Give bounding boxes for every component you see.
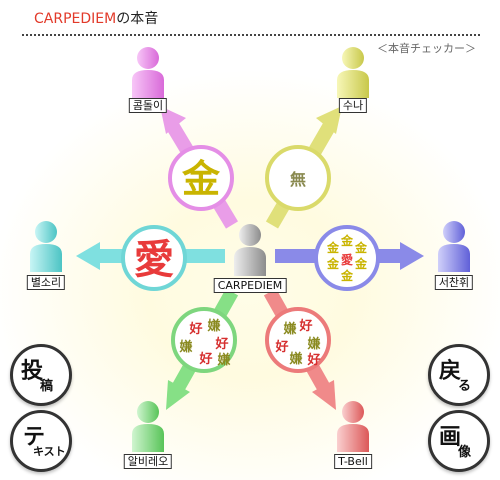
svg-text:好: 好 — [298, 318, 312, 334]
emblem-left: 愛 — [121, 225, 187, 291]
header-divider — [22, 34, 480, 36]
svg-text:金: 金 — [326, 256, 340, 271]
svg-text:好: 好 — [306, 352, 320, 368]
person-figure-bottom-left — [132, 401, 164, 452]
person-figure-center — [234, 224, 266, 276]
svg-text:金: 金 — [340, 233, 354, 248]
person-label-right: 서찬휘 — [434, 275, 474, 290]
svg-text:好: 好 — [214, 336, 228, 352]
person-label-left: 별소리 — [26, 275, 66, 290]
svg-text:嫌: 嫌 — [288, 351, 302, 367]
title-name: CARPEDIEM — [34, 11, 117, 27]
post-button-small: 稿 — [40, 379, 54, 394]
svg-text:無: 無 — [290, 170, 306, 189]
text-button-big: テ — [23, 425, 46, 450]
image-button[interactable]: 画 像 — [428, 410, 490, 472]
back-button-small: る — [458, 379, 472, 394]
person-label-bottom-right: T-Bell — [334, 454, 372, 469]
svg-text:好: 好 — [188, 321, 202, 337]
person-figure-bottom-right — [337, 401, 369, 452]
emblem-right: 金 金 金 金 金 金 愛 — [314, 225, 380, 291]
post-button[interactable]: 投 稿 — [10, 344, 72, 406]
page-title: CARPEDIEMの本音 — [34, 8, 158, 28]
svg-text:嫌: 嫌 — [206, 318, 220, 334]
svg-text:愛: 愛 — [134, 237, 174, 283]
person-figure-top-right — [337, 47, 369, 98]
image-button-big: 画 — [439, 425, 462, 450]
svg-text:好: 好 — [198, 351, 212, 367]
person-label-top-right: 수나 — [338, 98, 368, 113]
emblem-bottom-right: 嫌 好 好 嫌 嫌 好 — [265, 307, 331, 373]
svg-text:好: 好 — [274, 339, 288, 355]
svg-text:金: 金 — [354, 256, 368, 271]
emblem-bottom-left: 好 嫌 嫌 好 好 嫌 — [171, 307, 237, 373]
svg-text:嫌: 嫌 — [282, 321, 296, 337]
svg-text:嫌: 嫌 — [306, 336, 320, 352]
person-label-top-left: 콤돌이 — [128, 98, 168, 113]
person-figure-left — [30, 221, 62, 272]
svg-text:嫌: 嫌 — [178, 339, 192, 355]
emblem-top-right: 無 — [265, 145, 331, 211]
image-button-small: 像 — [458, 445, 472, 460]
page-subtitle: ＜本音チェッカー＞ — [377, 42, 476, 55]
svg-text:金: 金 — [181, 157, 221, 201]
person-figure-top-left — [132, 47, 164, 98]
text-button-small: キスト — [33, 445, 66, 458]
svg-text:金: 金 — [354, 240, 368, 255]
svg-text:嫌: 嫌 — [216, 352, 230, 368]
text-button[interactable]: テ キスト — [10, 410, 72, 472]
svg-text:金: 金 — [326, 240, 340, 255]
person-figure-right — [438, 221, 470, 272]
person-label-bottom-left: 알비레오 — [123, 454, 173, 469]
person-label-center: CARPEDIEM — [213, 278, 287, 293]
title-suffix: の本音 — [116, 11, 159, 27]
back-button[interactable]: 戻 る — [428, 344, 490, 406]
back-button-big: 戻 — [439, 359, 462, 384]
svg-text:愛: 愛 — [341, 252, 353, 267]
svg-text:金: 金 — [340, 268, 354, 283]
post-button-big: 投 — [21, 359, 44, 384]
emblem-top-left: 金 — [168, 145, 234, 211]
